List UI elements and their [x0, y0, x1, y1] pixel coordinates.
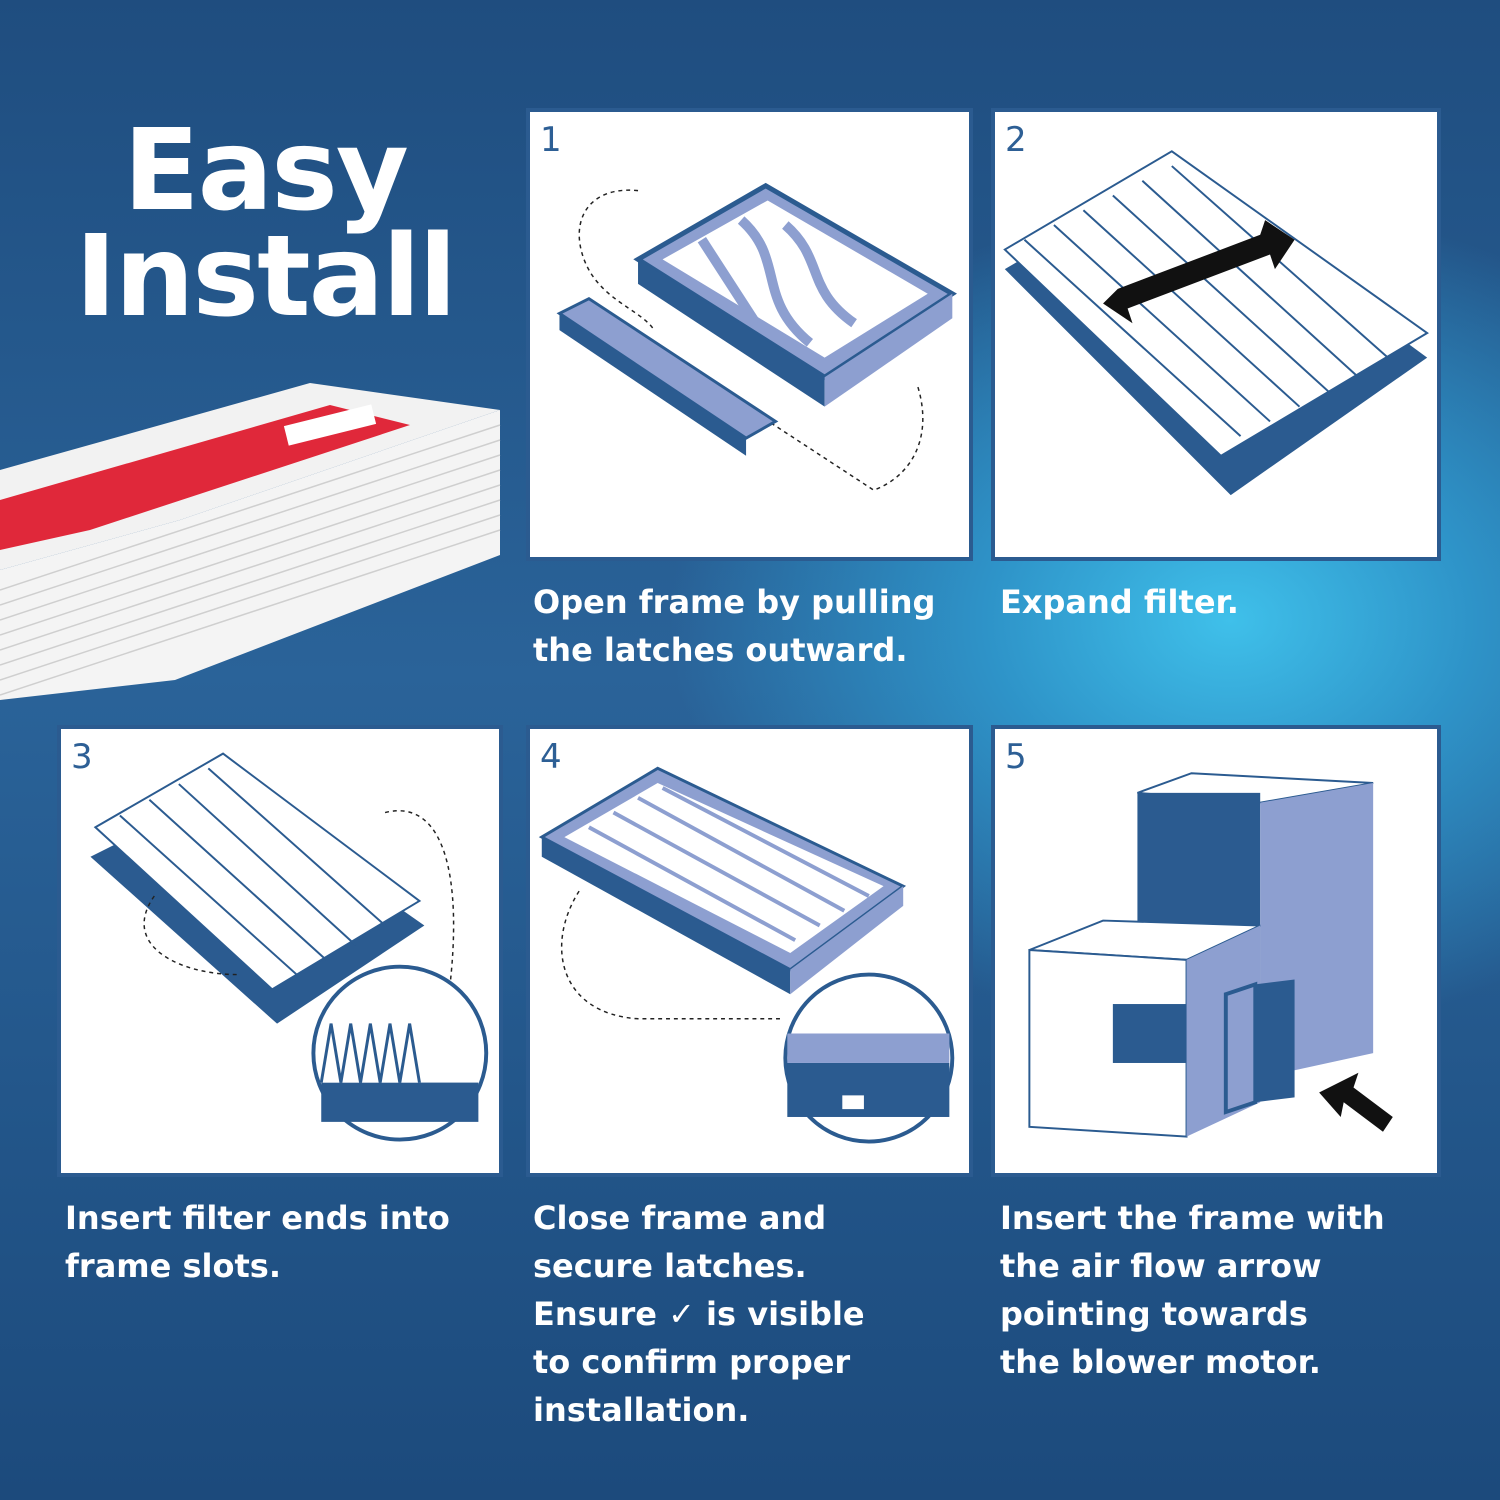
- title-line-2: Install: [75, 212, 457, 342]
- step-5-caption: Insert the frame with the air flow arrow…: [1000, 1194, 1385, 1386]
- title-line-1: Easy: [123, 106, 409, 236]
- step-4-caption: Close frame and secure latches. Ensure ✓…: [533, 1194, 865, 1434]
- expand-filter-illustration: [1003, 150, 1429, 496]
- insert-filter-illustration: [90, 752, 489, 1142]
- step-number: 5: [1005, 737, 1027, 777]
- step-number: 4: [540, 737, 562, 777]
- caption-line: secure latches.: [533, 1247, 807, 1285]
- caption-line: Close frame and: [533, 1199, 827, 1237]
- step-3-panel: 3: [57, 725, 503, 1177]
- caption-line: Expand filter.: [1000, 583, 1239, 621]
- step-4-panel: 4: [526, 725, 973, 1177]
- open-frame-illustration: [556, 182, 957, 491]
- caption-line: the air flow arrow: [1000, 1247, 1322, 1285]
- step-number: 2: [1005, 120, 1027, 160]
- step-5-panel: 5: [991, 725, 1441, 1177]
- step-number: 3: [71, 737, 93, 777]
- caption-line: to confirm proper: [533, 1343, 851, 1381]
- page-title: Easy Install: [40, 106, 490, 342]
- caption-line: Open frame by pulling: [533, 583, 936, 621]
- close-frame-illustration: [538, 766, 955, 1144]
- step-number: 1: [540, 120, 562, 160]
- caption-line: pointing towards: [1000, 1295, 1308, 1333]
- caption-line: Insert the frame with: [1000, 1199, 1385, 1237]
- caption-line: installation.: [533, 1391, 750, 1429]
- step-1-panel: 1: [526, 108, 973, 561]
- filter-package-image: [0, 383, 501, 700]
- caption-line: frame slots.: [65, 1247, 281, 1285]
- insert-frame-into-furnace-illustration: [1028, 772, 1393, 1138]
- caption-line: Ensure ✓ is visible: [533, 1295, 865, 1333]
- step-2-caption: Expand filter.: [1000, 578, 1239, 626]
- step-1-caption: Open frame by pulling the latches outwar…: [533, 578, 935, 674]
- step-3-caption: Insert filter ends into frame slots.: [65, 1194, 450, 1290]
- step-2-panel: 2: [991, 108, 1441, 561]
- caption-line: the latches outward.: [533, 631, 908, 669]
- caption-line: the blower motor.: [1000, 1343, 1321, 1381]
- caption-line: Insert filter ends into: [65, 1199, 450, 1237]
